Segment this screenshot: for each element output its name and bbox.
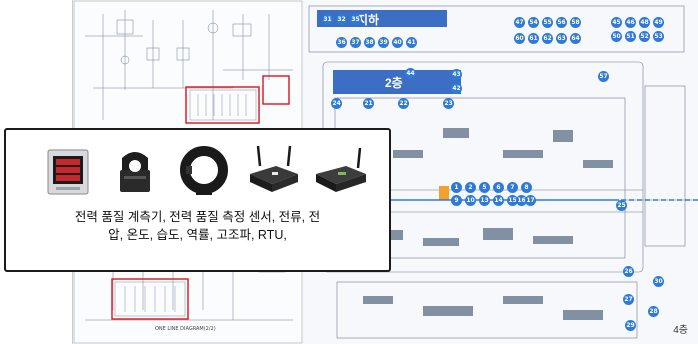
wireless-rtu-icon — [316, 147, 366, 192]
sensor-tag[interactable]: 15 — [507, 195, 518, 206]
sensor-tag[interactable]: 2 — [465, 182, 476, 193]
sensor-tag[interactable]: 6 — [493, 182, 504, 193]
sensor-tag[interactable]: 32 — [336, 14, 347, 25]
sensor-tag[interactable]: 58 — [570, 17, 581, 28]
sensor-tag[interactable]: 49 — [653, 17, 664, 28]
one-line-diagram-drawing — [73, 0, 303, 344]
sensor-tag[interactable]: 1 — [451, 182, 462, 193]
device-caption: 전력 품질 계측기, 전력 품질 측정 센서, 전류, 전 압, 온도, 습도,… — [6, 208, 389, 244]
sensor-tag[interactable]: 62 — [542, 33, 553, 44]
sensor-tag[interactable]: 36 — [336, 37, 347, 48]
sensor-tag[interactable]: 52 — [639, 31, 650, 42]
sensor-tag[interactable]: 21 — [363, 98, 374, 109]
sensor-tag[interactable]: 40 — [392, 37, 403, 48]
floor2-label: 2층 — [385, 76, 403, 90]
device-overlay-card: 전력 품질 계측기, 전력 품질 측정 센서, 전류, 전 압, 온도, 습도,… — [4, 128, 391, 272]
sensor-tag[interactable]: 17 — [525, 195, 536, 206]
sensor-tag[interactable]: 51 — [625, 31, 636, 42]
sensor-tag[interactable]: 42 — [451, 83, 462, 94]
sensor-tag[interactable]: 57 — [598, 71, 609, 82]
sensor-tag[interactable]: 24 — [331, 98, 342, 109]
sensor-tag[interactable]: 50 — [611, 31, 622, 42]
sensor-tag[interactable]: 29 — [625, 320, 636, 331]
sensor-tag[interactable]: 38 — [364, 37, 375, 48]
sensor-tag[interactable]: 13 — [479, 195, 490, 206]
sensor-tag[interactable]: 10 — [465, 195, 476, 206]
sensor-tag[interactable]: 37 — [350, 37, 361, 48]
sensor-tag[interactable]: 25 — [616, 200, 627, 211]
basement-label: 지하 — [357, 13, 380, 27]
sensor-tag[interactable]: 60 — [514, 33, 525, 44]
sensor-tag[interactable]: 28 — [648, 306, 659, 317]
sensor-tag[interactable]: 55 — [542, 17, 553, 28]
sensor-tag[interactable]: 46 — [625, 17, 636, 28]
sensor-tag[interactable]: 64 — [570, 33, 581, 44]
sensor-tag[interactable]: 23 — [443, 98, 454, 109]
sensor-tag[interactable]: 22 — [398, 98, 409, 109]
sensor-tag[interactable]: 27 — [623, 294, 634, 305]
sensor-tag[interactable]: 53 — [653, 31, 664, 42]
sensor-tag[interactable]: 47 — [514, 17, 525, 28]
lte-rtu-gateway-icon — [250, 145, 298, 192]
floor4-label: 4층 — [673, 325, 688, 336]
diagram-footer-label: ONE LINE DIAGRAM(2/2) — [155, 326, 216, 332]
highlight-box-upper-panel — [185, 86, 260, 124]
sensor-tag[interactable]: 56 — [556, 17, 567, 28]
sensor-tag[interactable]: 45 — [611, 17, 622, 28]
highlight-zone — [439, 186, 449, 200]
sensor-tag[interactable]: 35 — [350, 14, 361, 25]
sensor-tag[interactable]: 8 — [521, 182, 532, 193]
floor2-zone — [333, 70, 461, 94]
sensor-tag[interactable]: 9 — [451, 195, 462, 206]
sensor-tag[interactable]: 7 — [507, 182, 518, 193]
sensor-tag[interactable]: 54 — [528, 17, 539, 28]
sensor-tag[interactable]: 5 — [479, 182, 490, 193]
power-quality-meter-icon — [47, 149, 89, 195]
sensor-tag[interactable]: 14 — [493, 195, 504, 206]
split-core-ct-icon — [120, 152, 150, 192]
sensor-tag[interactable]: 63 — [556, 33, 567, 44]
sensor-tag[interactable]: 48 — [639, 17, 650, 28]
basement-zone — [317, 10, 447, 27]
rogowski-coil-icon — [180, 146, 228, 195]
sensor-tag[interactable]: 16 — [516, 195, 527, 206]
sensor-tag[interactable]: 26 — [623, 266, 634, 277]
sensor-tag[interactable]: 41 — [406, 37, 417, 48]
sensor-tag[interactable]: 30 — [653, 276, 664, 287]
device-caption-line2: 압, 온도, 습도, 역률, 고조파, RTU, — [108, 228, 287, 242]
sensor-tag[interactable]: 43 — [451, 69, 462, 80]
sensor-tag[interactable]: 31 — [322, 14, 333, 25]
device-caption-line1: 전력 품질 계측기, 전력 품질 측정 센서, 전류, 전 — [74, 210, 321, 224]
sensor-tag[interactable]: 61 — [528, 33, 539, 44]
highlight-box-right-panel — [262, 75, 290, 105]
sensor-tag[interactable]: 44 — [405, 68, 416, 79]
sensor-tag[interactable]: 39 — [378, 37, 389, 48]
highlight-box-lower-panel — [111, 278, 189, 320]
